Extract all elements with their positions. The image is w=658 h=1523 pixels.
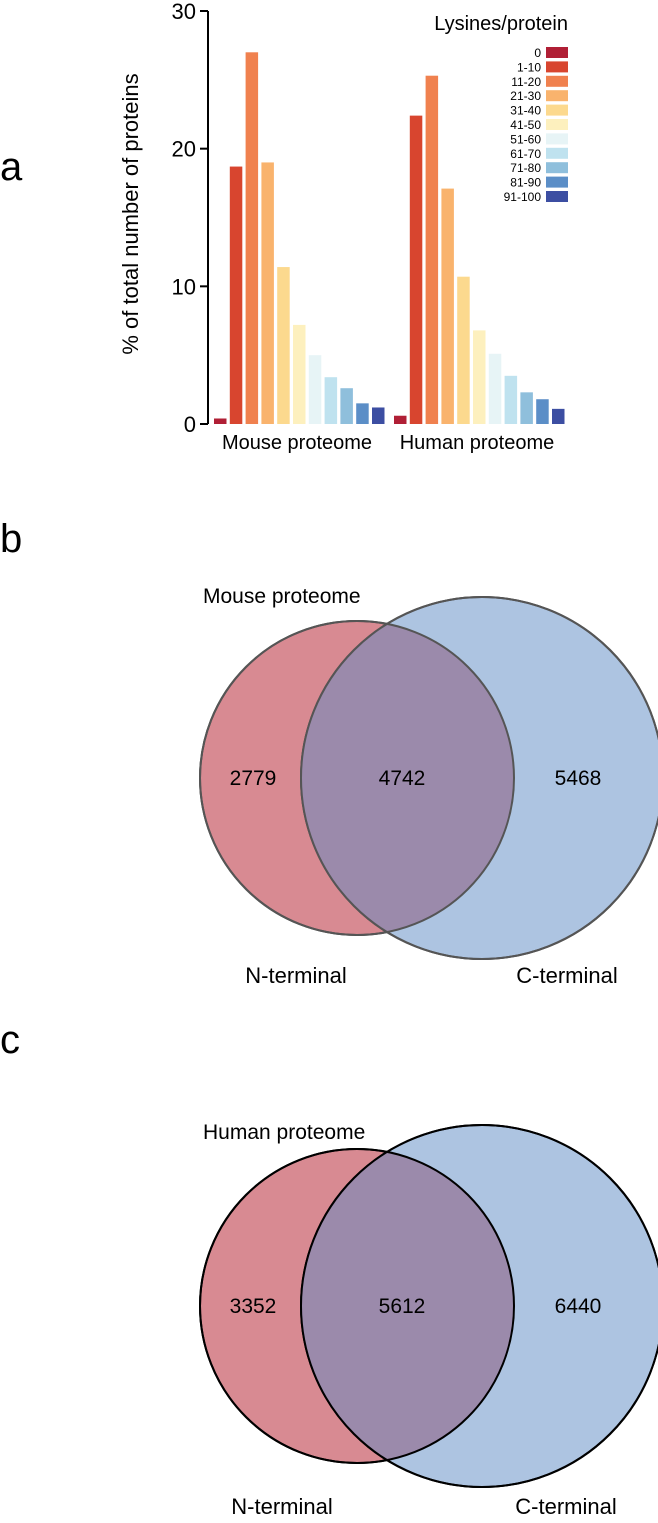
- bar-mouse-81-90: [356, 403, 369, 424]
- legend-label-71-80: 71-80: [510, 161, 541, 175]
- venn-human-c-label: C-terminal: [515, 1494, 616, 1519]
- legend-label-0: 0: [534, 46, 541, 60]
- y-tick-label: 20: [172, 137, 196, 162]
- legend-swatch-1-10: [546, 61, 568, 73]
- venn-mouse-n-outline: [199, 620, 515, 936]
- venn-mouse-overlap-region: [301, 623, 515, 933]
- bar-mouse-51-60: [308, 355, 322, 424]
- bars: [214, 52, 565, 425]
- bar-mouse-21-30: [261, 162, 274, 424]
- venn-mouse-c-only-count: 5468: [555, 767, 602, 790]
- bar-mouse-31-40: [277, 267, 290, 424]
- venn-mouse-c-outline: [300, 596, 658, 960]
- bar-human-21-30: [441, 188, 454, 424]
- bar-mouse-1-10: [229, 166, 243, 424]
- bar-human-0: [394, 415, 407, 424]
- venn-human: Human proteome 3352 5612 6440 N-terminal…: [199, 1121, 658, 1519]
- venn-mouse-overlap-count: 4742: [379, 767, 426, 790]
- venn-mouse: Mouse proteome 2779 4742 5468 N-terminal…: [199, 585, 658, 988]
- bar-human-61-70: [504, 375, 518, 424]
- legend-label-31-40: 31-40: [510, 104, 541, 118]
- venn-human-overlap-count: 5612: [379, 1295, 426, 1318]
- venn-mouse-c-label: C-terminal: [516, 963, 617, 988]
- venn-mouse-title: Mouse proteome: [203, 585, 361, 608]
- venn-human-c-outline: [300, 1124, 658, 1488]
- bar-human-1-10: [409, 115, 423, 425]
- y-tick-label: 30: [172, 0, 196, 24]
- bar-mouse-61-70: [324, 377, 338, 424]
- bar-human-91-100: [552, 408, 565, 424]
- venn-human-overlap-region: [301, 1151, 514, 1461]
- bar-human-81-90: [536, 399, 549, 424]
- legend-swatch-81-90: [546, 176, 568, 188]
- legend-swatch-11-20: [546, 75, 568, 87]
- legend-swatch-71-80: [546, 162, 568, 174]
- legend-swatch-31-40: [546, 104, 568, 116]
- venn-mouse-n-label: N-terminal: [245, 963, 346, 988]
- y-ticks: 0 10 20 30: [172, 0, 208, 437]
- legend-label-21-30: 21-30: [510, 89, 541, 103]
- venn-mouse-n-only-count: 2779: [230, 767, 277, 790]
- x-category-mouse: Mouse proteome: [222, 432, 372, 454]
- bar-human-31-40: [457, 276, 470, 424]
- y-tick-label: 0: [184, 412, 196, 437]
- legend-swatch-51-60: [546, 133, 568, 145]
- bar-chart: % of total number of proteins 0 10 20 30 Mo…: [118, 0, 568, 454]
- legend-label-1-10: 1-10: [517, 60, 541, 74]
- legend-label-51-60: 51-60: [510, 132, 541, 146]
- legend-title: Lysines/protein: [434, 13, 568, 35]
- panel-letter-b: b: [0, 517, 22, 561]
- bar-human-11-20: [425, 75, 439, 424]
- bar-mouse-91-100: [372, 407, 385, 424]
- legend-swatch-41-50: [546, 119, 568, 130]
- venn-human-n-label: N-terminal: [231, 1494, 332, 1519]
- legend-items: 01-1011-2021-3031-4041-5051-6061-7071-80…: [504, 46, 568, 204]
- venn-human-n-outline: [199, 1148, 515, 1464]
- bar-mouse-11-20: [245, 52, 259, 425]
- bar-mouse-71-80: [340, 388, 353, 424]
- bar-human-71-80: [520, 392, 533, 424]
- panel-letter-c: c: [0, 1018, 20, 1062]
- legend: Lysines/protein 01-1011-2021-3031-4041-5…: [434, 13, 568, 204]
- legend-label-81-90: 81-90: [510, 176, 541, 190]
- legend-swatch-0: [546, 47, 568, 58]
- bar-mouse-41-50: [293, 324, 306, 424]
- bar-human-41-50: [473, 330, 486, 424]
- bar-human-51-60: [488, 353, 502, 424]
- y-tick-label: 10: [172, 274, 196, 299]
- legend-label-11-20: 11-20: [511, 75, 541, 89]
- legend-label-61-70: 61-70: [510, 147, 541, 161]
- legend-swatch-61-70: [546, 147, 568, 159]
- x-category-human: Human proteome: [400, 432, 555, 454]
- bar-mouse-0: [214, 418, 227, 424]
- venn-human-n-only-count: 3352: [230, 1295, 277, 1318]
- panel-letter-a: a: [0, 145, 23, 189]
- venn-human-c-only-count: 6440: [555, 1295, 602, 1318]
- legend-label-41-50: 41-50: [510, 118, 541, 132]
- legend-swatch-91-100: [546, 191, 568, 202]
- legend-label-91-100: 91-100: [504, 190, 542, 204]
- venn-human-title: Human proteome: [203, 1121, 365, 1144]
- legend-swatch-21-30: [546, 90, 568, 102]
- y-axis-label: % of total number of proteins: [118, 73, 143, 354]
